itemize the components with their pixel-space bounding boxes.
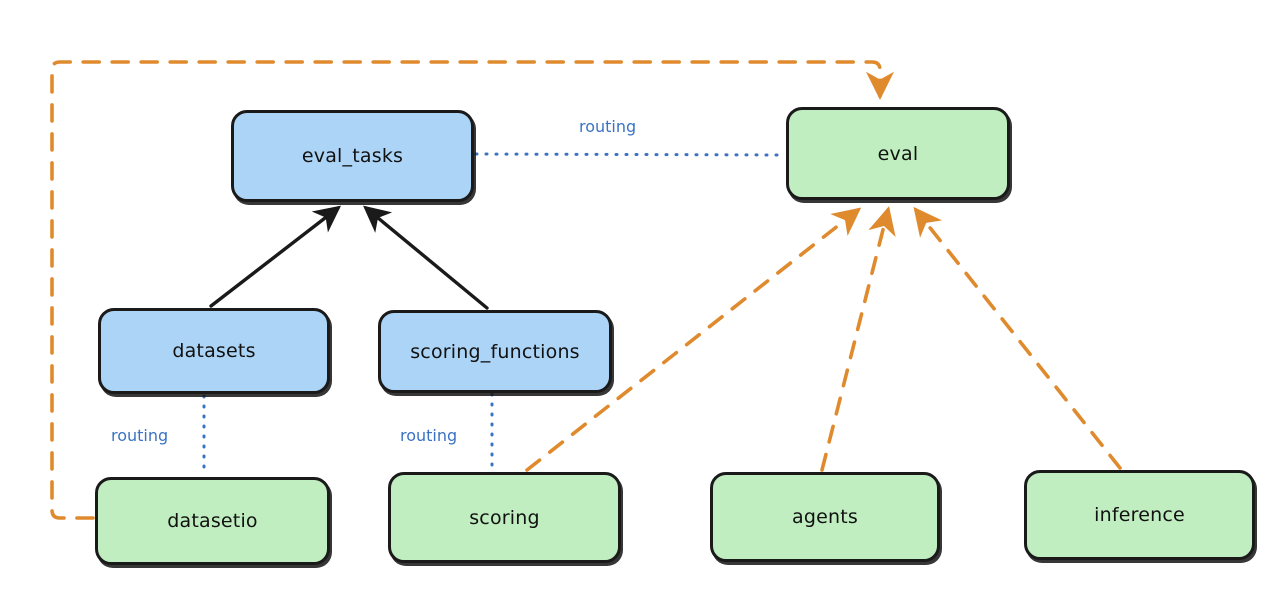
node-agents[interactable]: agents	[710, 472, 940, 562]
node-eval-tasks[interactable]: eval_tasks	[231, 110, 474, 202]
edge-scoring_functions-to-eval_tasks	[363, 205, 489, 310]
node-eval[interactable]: eval	[786, 107, 1010, 200]
node-scoring-label: scoring	[469, 506, 540, 529]
node-agents-label: agents	[792, 506, 858, 528]
edge-label-routing-eval-tasks-eval: routing	[579, 117, 637, 136]
node-inference[interactable]: inference	[1024, 470, 1255, 560]
node-scoring-functions-label: scoring_functions	[410, 340, 580, 363]
node-datasetio-label: datasetio	[167, 510, 258, 532]
node-datasets[interactable]: datasets	[98, 308, 330, 394]
node-datasetio[interactable]: datasetio	[95, 477, 330, 565]
edge-datasetio-to-eval	[50, 60, 895, 520]
edge-eval_tasks-to-eval	[474, 152, 786, 157]
node-scoring-functions[interactable]: scoring_functions	[378, 310, 612, 393]
node-eval-label: eval	[877, 142, 919, 165]
node-scoring[interactable]: scoring	[388, 472, 621, 563]
edge-agents-to-eval	[820, 206, 896, 472]
edge-label-routing-scoring-functions-scoring: routing	[400, 426, 458, 445]
node-eval-tasks-label: eval_tasks	[301, 145, 404, 167]
node-inference-label: inference	[1094, 504, 1185, 526]
edge-label-routing-datasets-datasetio: routing	[111, 426, 169, 445]
edge-datasets-to-eval_tasks	[209, 205, 342, 308]
edge-scoring-to-eval	[525, 207, 862, 472]
node-datasets-label: datasets	[172, 340, 256, 362]
edge-inference-to-eval	[913, 206, 1122, 470]
